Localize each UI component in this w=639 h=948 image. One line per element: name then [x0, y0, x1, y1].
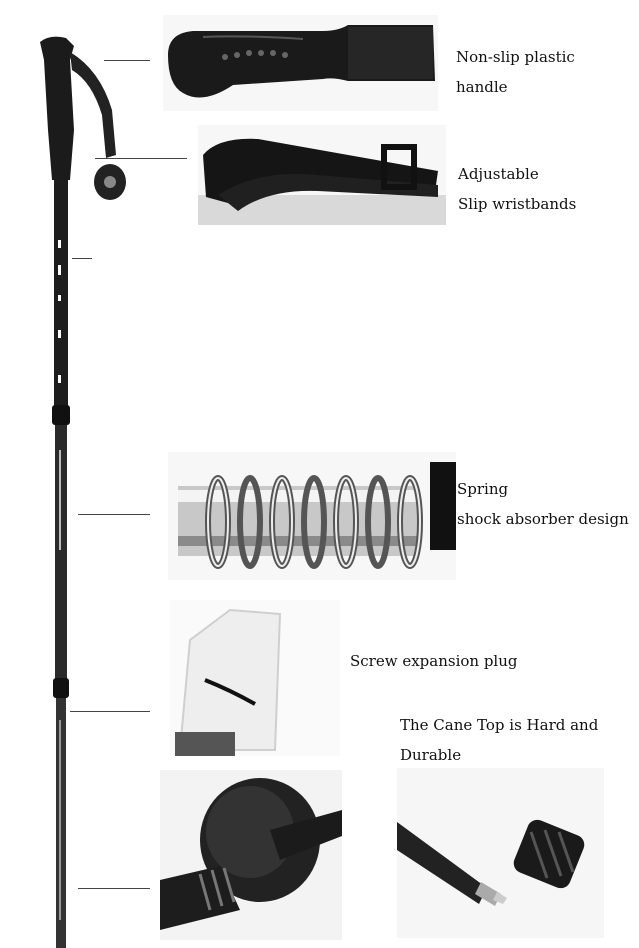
- spring-photo: [168, 452, 456, 580]
- handle-label-line1: Non-slip plastic: [456, 48, 575, 66]
- leader-line-handle: [104, 60, 150, 61]
- pole-strap: [70, 52, 116, 158]
- wristband-photo: [198, 125, 446, 225]
- cane-top-photo: [397, 768, 604, 938]
- pole-lock-ring-1: [52, 405, 70, 425]
- pole-shaft-middle: [55, 425, 67, 685]
- pole-lock-ring-2: [53, 678, 69, 698]
- leader-line-basket: [78, 888, 150, 889]
- leader-line-wristband: [95, 158, 187, 159]
- expansion-plug-photo: [170, 600, 340, 756]
- cane-top-label-line1: The Cane Top is Hard and: [400, 716, 599, 734]
- cane-top-label-line2: Durable: [400, 746, 462, 764]
- wristband-label-line1: Adjustable: [458, 165, 539, 183]
- handle-photo: [163, 15, 438, 111]
- wristband-label-line2: Slip wristbands: [458, 195, 577, 213]
- leader-line-plug: [70, 711, 150, 712]
- trekking-pole-illustration: [40, 36, 126, 948]
- spring-label-line2: shock absorber design: [457, 510, 629, 528]
- handle-label-line2: handle: [456, 78, 508, 96]
- plug-label-line1: Screw expansion plug: [350, 652, 518, 670]
- pole-grip: [40, 36, 74, 180]
- leader-line-spring: [78, 514, 150, 515]
- mud-basket-photo: [160, 770, 342, 940]
- leader-line-shaft: [72, 258, 92, 259]
- spring-label-line1: Spring: [457, 480, 509, 498]
